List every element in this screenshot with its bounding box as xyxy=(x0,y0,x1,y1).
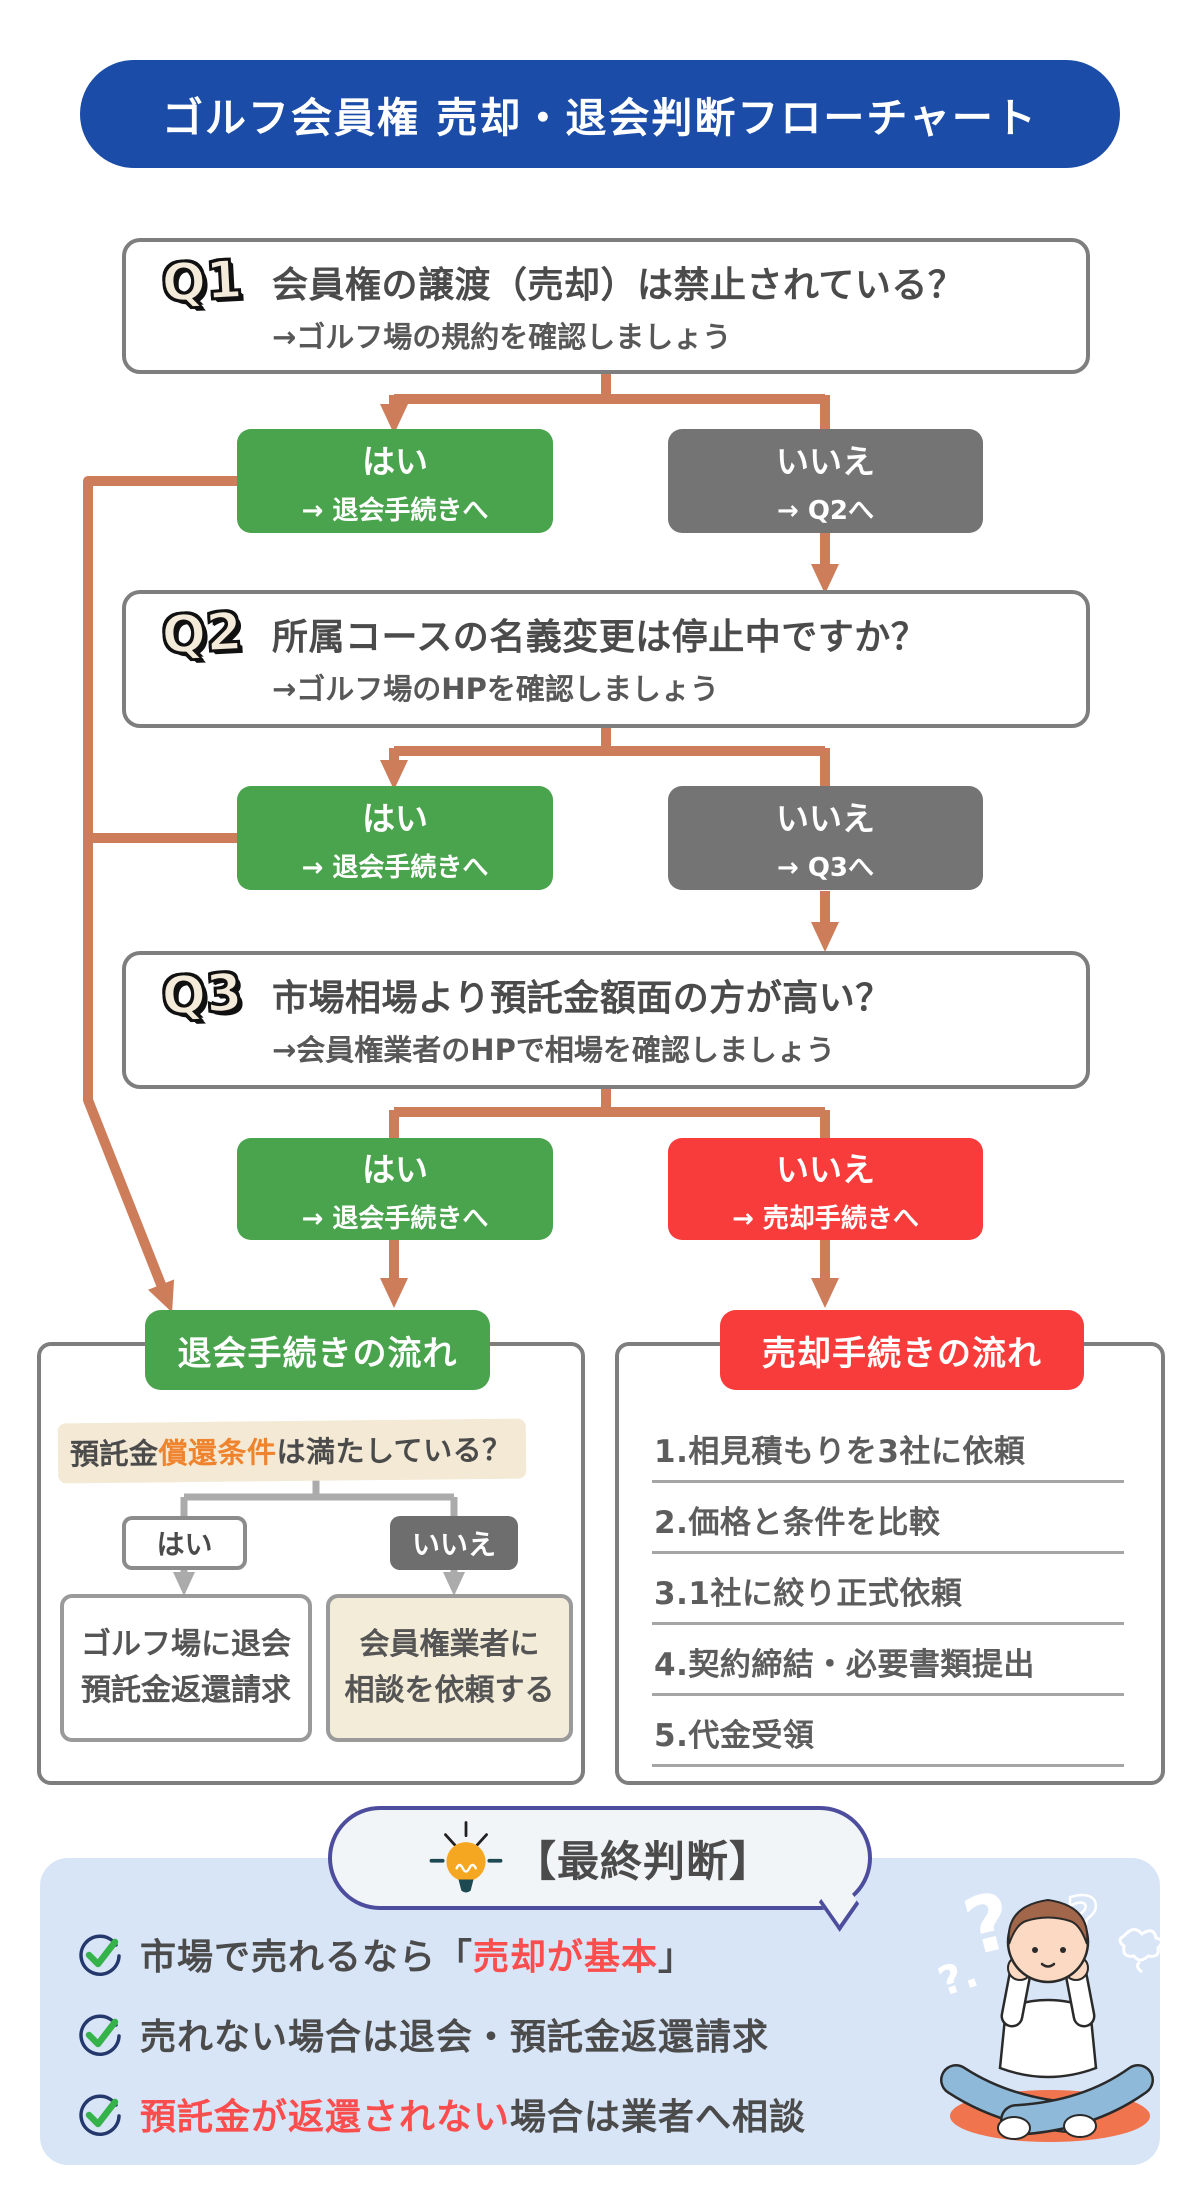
deposit-yes-label: はい xyxy=(156,1528,213,1561)
question-em: 償還条件 xyxy=(158,1435,277,1471)
final-item-2: 売れない場合は退会・預託金返還請求 xyxy=(76,2008,769,2060)
q1-yes-action: → 退会手続きへ xyxy=(301,496,489,526)
check-icon xyxy=(76,2090,124,2138)
deposit-no-label: いいえ xyxy=(411,1528,496,1561)
sell-step-5: 5.代金受領 xyxy=(652,1696,1124,1767)
question-box-q2: Q2 所属コースの名義変更は停止中ですか？ →ゴルフ場のHPを確認しましょう xyxy=(122,590,1090,728)
q2-no-label: いいえ xyxy=(776,799,875,838)
q3-hint: →会員権業者のHPで相場を確認しましょう xyxy=(272,1033,835,1067)
q2-yes-action: → 退会手続きへ xyxy=(301,853,489,883)
q3-no-action: → 売却手続きへ xyxy=(732,1204,919,1234)
q3-no-label: いいえ xyxy=(776,1150,875,1189)
sell-header-text: 売却手続きの流れ xyxy=(762,1333,1042,1374)
thinking-person-illustration: ? ? ?. xyxy=(928,1866,1163,2162)
q3-yes-action: → 退会手続きへ xyxy=(301,1204,489,1234)
question-pre: 預託金 xyxy=(69,1436,159,1472)
q3-badge: Q3 xyxy=(159,962,244,1028)
deposit-no-box: いいえ xyxy=(390,1516,518,1570)
yes-result-line2: 預託金返還請求 xyxy=(81,1673,291,1708)
final-item-3: 預託金が返還されない場合は業者へ相談 xyxy=(76,2088,806,2140)
sell-step-4: 4.契約締結・必要書類提出 xyxy=(652,1625,1124,1696)
q1-no-box: いいえ → Q2へ xyxy=(668,429,983,533)
sell-step-2: 2.価格と条件を比較 xyxy=(652,1483,1124,1554)
q3-yes-box: はい → 退会手続きへ xyxy=(237,1138,553,1240)
final-item-text: 売れない場合は退会・預託金返還請求 xyxy=(140,2017,770,2058)
final-item-text: 市場で売れるなら「売却が基本」 xyxy=(140,1937,696,1978)
withdraw-panel-header: 退会手続きの流れ xyxy=(145,1310,490,1390)
withdraw-yes-result: ゴルフ場に退会 預託金返還請求 xyxy=(60,1594,312,1742)
q2-no-action: → Q3へ xyxy=(776,853,875,883)
no-result-line1: 会員権業者に xyxy=(359,1626,540,1662)
sell-step-1: 1.相見積もりを3社に依頼 xyxy=(652,1412,1124,1483)
page-title: ゴルフ会員権 売却・退会判断フローチャート xyxy=(80,60,1120,168)
check-icon xyxy=(76,2010,124,2058)
q2-badge: Q2 xyxy=(159,601,244,667)
q1-no-label: いいえ xyxy=(776,442,875,481)
q2-text: 所属コースの名義変更は停止中ですか？ xyxy=(272,617,928,658)
withdraw-header-text: 退会手続きの流れ xyxy=(177,1333,458,1374)
deposit-condition-question: 預託金償還条件は満たしている？ xyxy=(57,1418,526,1484)
no-result-line2: 相談を依頼する xyxy=(344,1673,555,1708)
q1-text: 会員権の譲渡（売却）は禁止されている？ xyxy=(272,265,965,306)
lightbulb-icon xyxy=(428,1816,504,1900)
check-icon xyxy=(76,1930,124,1978)
q1-badge: Q1 xyxy=(159,249,244,315)
q1-hint: →ゴルフ場の規約を確認しましょう xyxy=(272,320,732,354)
final-decision-title: 【最終判断】 xyxy=(513,1836,772,1886)
q1-no-action: → Q2へ xyxy=(776,496,875,526)
thought-cloud-icon xyxy=(1118,1928,1163,1962)
q1-yes-box: はい → 退会手続きへ xyxy=(237,429,553,533)
question-box-q3: Q3 市場相場より預託金額面の方が高い？ →会員権業者のHPで相場を確認しましょ… xyxy=(122,951,1090,1089)
q2-yes-box: はい → 退会手続きへ xyxy=(237,786,553,890)
withdraw-no-result: 会員権業者に 相談を依頼する xyxy=(326,1594,573,1742)
sell-steps-list: 1.相見積もりを3社に依頼 2.価格と条件を比較 3.1社に絞り正式依頼 4.契… xyxy=(652,1412,1124,1767)
q2-yes-label: はい xyxy=(362,799,428,838)
sell-step-3: 3.1社に絞り正式依頼 xyxy=(652,1554,1124,1625)
question-box-q1: Q1 会員権の譲渡（売却）は禁止されている？ →ゴルフ場の規約を確認しましょう xyxy=(122,238,1090,374)
sell-panel-header: 売却手続きの流れ xyxy=(720,1310,1084,1390)
q3-text: 市場相場より預託金額面の方が高い？ xyxy=(272,978,892,1019)
page-title-text: ゴルフ会員権 売却・退会判断フローチャート xyxy=(162,94,1038,142)
q2-no-box: いいえ → Q3へ xyxy=(668,786,983,890)
final-decision-bubble: 【最終判断】 xyxy=(328,1806,872,1910)
final-item-text: 預託金が返還されない場合は業者へ相談 xyxy=(140,2097,807,2138)
question-post: は満たしている？ xyxy=(276,1432,512,1470)
q3-no-box: いいえ → 売却手続きへ xyxy=(668,1138,983,1240)
q2-hint: →ゴルフ場のHPを確認しましょう xyxy=(272,672,719,706)
yes-result-line1: ゴルフ場に退会 xyxy=(81,1626,291,1662)
final-item-1: 市場で売れるなら「売却が基本」 xyxy=(76,1928,695,1980)
q1-yes-label: はい xyxy=(362,442,428,481)
orange-connectors xyxy=(83,372,839,1313)
deposit-yes-box: はい xyxy=(122,1516,247,1570)
q3-yes-label: はい xyxy=(362,1150,428,1189)
